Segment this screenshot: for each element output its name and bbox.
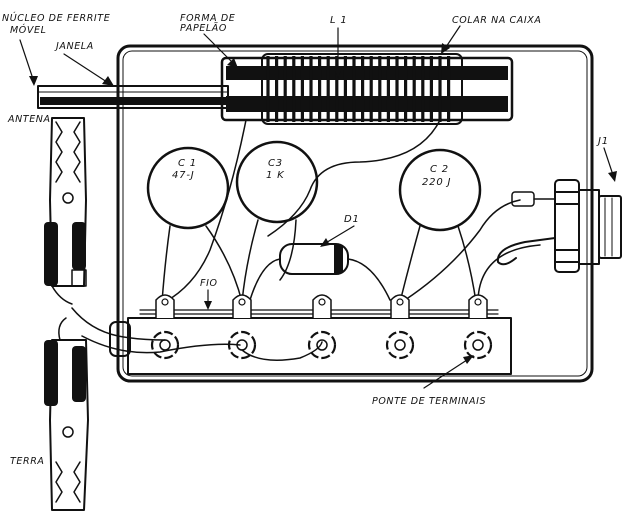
wire-jack-2 <box>477 244 541 301</box>
terminal-lug <box>390 294 410 318</box>
terminal-lug <box>312 294 332 318</box>
ferrite-core <box>37 85 229 109</box>
label-c3-value: 1 K <box>266 170 285 181</box>
label-c1-value: 47-J <box>172 170 194 181</box>
coil-l1 <box>261 53 463 125</box>
terminal-eyelet <box>150 330 180 360</box>
wire-coil-left <box>164 119 247 303</box>
callout-arrows <box>19 25 617 389</box>
label-c3-name: C3 <box>268 158 283 169</box>
label-colar: COLAR NA CAIXA <box>452 15 542 26</box>
terminal-lug <box>232 294 252 318</box>
label-nucleo-1: NÚCLEO DE FERRITE <box>2 12 110 24</box>
label-l1: L 1 <box>330 15 348 26</box>
label-c2-value: 220 J <box>422 177 451 188</box>
label-forma-2: PAPELÃO <box>180 23 227 34</box>
alligator-clip-antenna <box>44 117 87 305</box>
wire-strip-link <box>241 341 323 361</box>
label-forma-1: FORMA DE <box>180 13 235 24</box>
label-j1: J1 <box>596 136 609 147</box>
capacitor-c1 <box>146 146 243 303</box>
enclosure-box-inner-edge <box>122 50 588 377</box>
label-fio: FIO <box>200 278 218 289</box>
terminal-lug <box>155 294 175 318</box>
label-d1: D1 <box>344 214 360 225</box>
label-janela: JANELA <box>54 41 94 52</box>
cable-grommet <box>109 321 131 357</box>
terminal-eyelet <box>227 330 257 360</box>
wire-coil-right <box>267 119 441 237</box>
terminal-eyelet <box>307 330 337 360</box>
terminal-strip <box>127 294 512 375</box>
cardboard-form <box>220 56 514 122</box>
label-antena: ANTENA <box>7 114 51 125</box>
label-nucleo-2: MÓVEL <box>10 24 46 36</box>
alligator-clip-ground <box>44 317 89 511</box>
diode-d1 <box>249 243 391 301</box>
label-terra: TERRA <box>10 456 45 467</box>
label-c2-name: C 2 <box>430 164 449 175</box>
terminal-eyelet <box>463 330 493 360</box>
capacitor-c3 <box>235 140 319 303</box>
label-c1-name: C 1 <box>178 158 197 169</box>
wire-ground <box>81 335 241 354</box>
wire-antenna <box>71 307 166 341</box>
terminal-lug <box>468 294 488 318</box>
wire-jack-1 <box>404 199 521 301</box>
label-ponte: PONTE DE TERMINAIS <box>372 396 486 407</box>
enclosure-box <box>116 44 594 383</box>
jack-j1 <box>496 179 622 273</box>
terminal-eyelet <box>385 330 415 360</box>
